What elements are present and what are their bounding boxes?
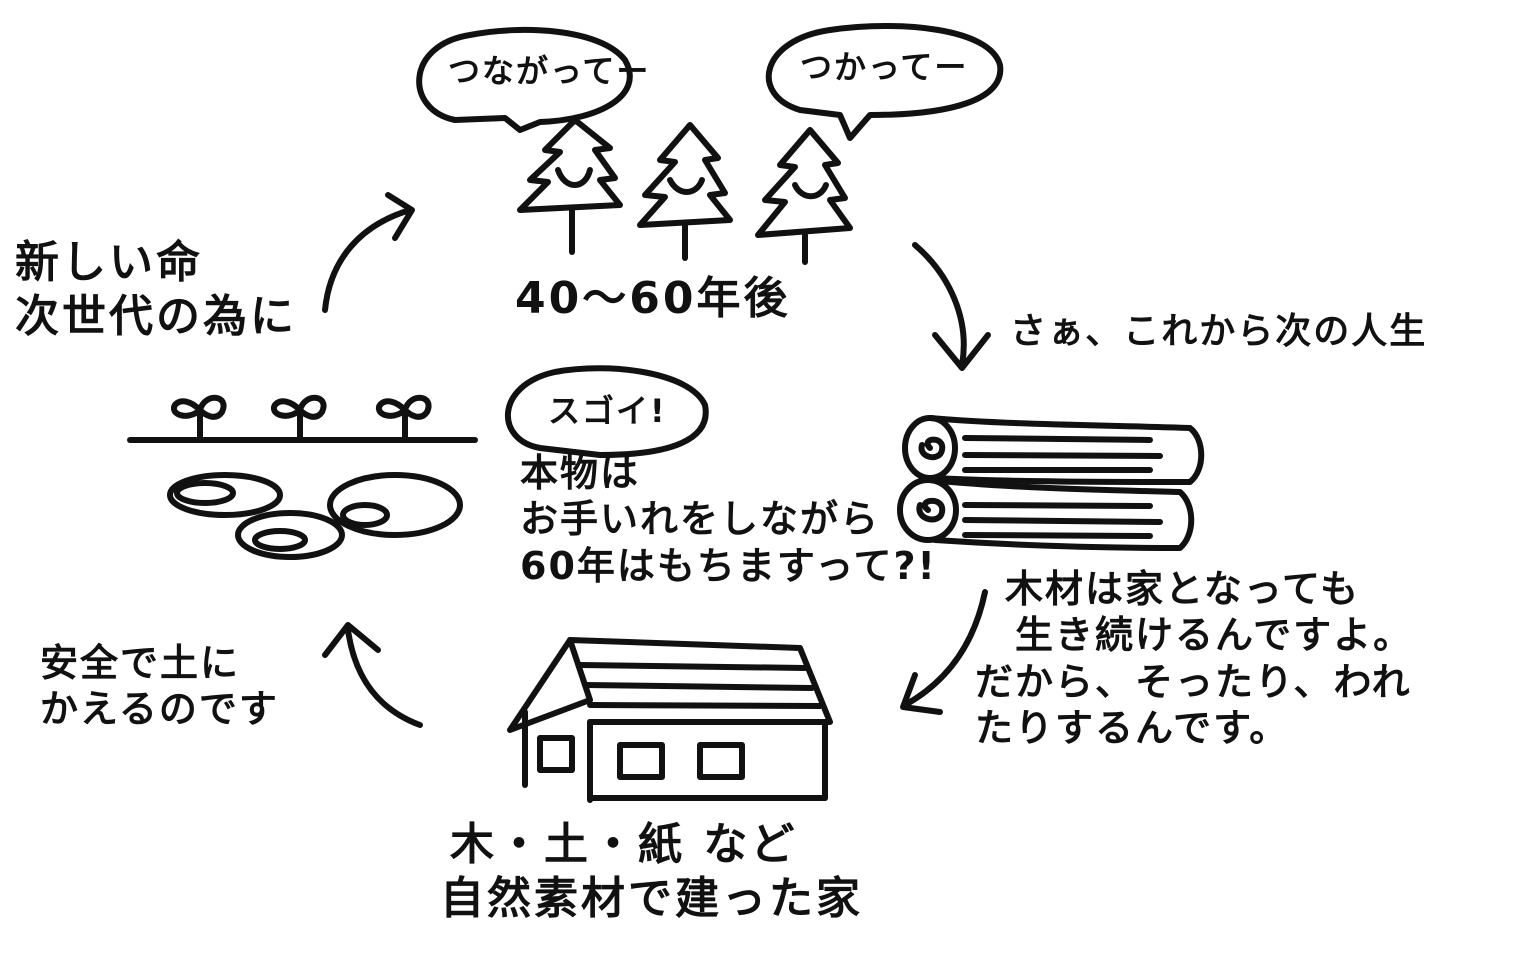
tree-icon-middle <box>637 122 733 261</box>
house-caption-line-2: 自然素材で建った家 <box>440 872 863 924</box>
arrow-house-to-soil <box>322 622 423 728</box>
center-line-3: 60年はもちますって?! <box>520 543 937 588</box>
house-caption-line-1: 木・土・紙 など <box>450 819 798 870</box>
return-soil-text: 安全で土に かえるのです <box>40 640 279 733</box>
new-life-text: 新しい命 次世代の為に <box>15 236 297 343</box>
return-soil-line-1: 安全で土に <box>40 641 241 685</box>
timber-line-2: 生き続けるんですよ。 <box>1015 613 1414 658</box>
house-icon <box>507 637 833 803</box>
speech-bubble-right-tree <box>765 23 1004 141</box>
speech-center: スゴイ! <box>548 392 667 430</box>
new-life-line-1: 新しい命 <box>15 237 203 288</box>
tree-icon-left <box>517 117 623 255</box>
house-caption: 木・土・紙 など 自然素材で建った家 <box>440 818 863 925</box>
soil-stones-icon <box>167 472 463 560</box>
timber-line-1: 木材は家となっても <box>1005 567 1361 611</box>
timber-line-4: たりするんです。 <box>975 706 1290 751</box>
trees-age-caption: 40〜60年後 <box>515 273 791 324</box>
center-text: 本物は お手いれをしながら 60年はもちますって?! <box>520 450 937 589</box>
speech-bubble-left-tree <box>416 26 633 133</box>
arrow-soil-to-trees <box>322 192 415 313</box>
timber-logs-icon <box>897 415 1205 551</box>
speech-bubble-center <box>504 365 709 458</box>
speech-left-tree: つながってー <box>448 52 651 90</box>
timber-line-3: だから、そったり、われ <box>975 659 1412 704</box>
timber-text: 木材は家となっても 生き続けるんですよ。 だから、そったり、われ たりするんです… <box>975 566 1413 751</box>
tree-icon-right <box>755 127 853 265</box>
center-line-1: 本物は <box>520 451 641 495</box>
sprouts-icon <box>127 394 478 443</box>
cut-caption: さぁ、これから次の人生 <box>1010 311 1428 352</box>
return-soil-line-2: かえるのです <box>40 687 279 732</box>
speech-right-tree: つかってー <box>800 48 969 86</box>
arrow-trees-to-timber <box>912 242 991 371</box>
arrow-timber-to-house <box>900 589 988 715</box>
new-life-line-2: 次世代の為に <box>15 290 297 342</box>
center-line-2: お手いれをしながら <box>520 497 881 542</box>
